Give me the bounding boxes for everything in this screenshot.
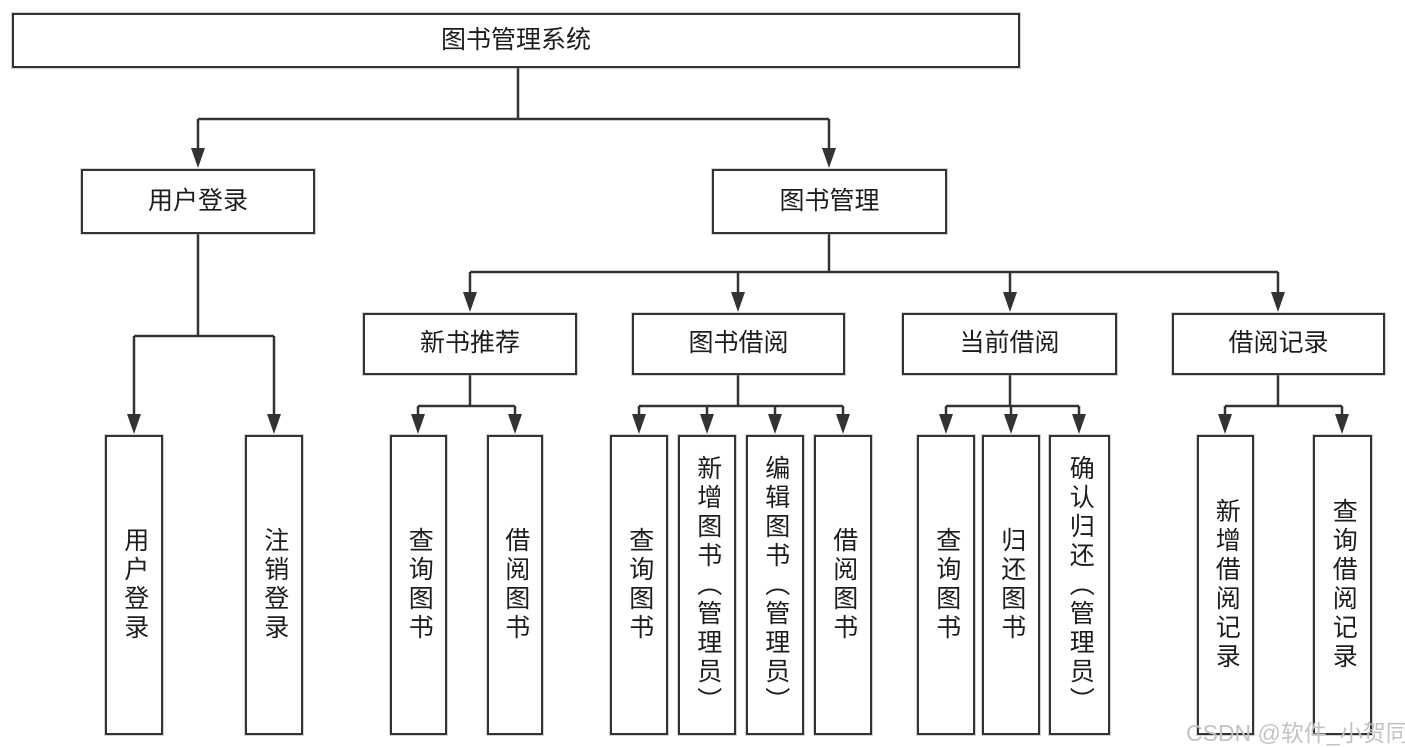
leaf-logout: 注销登录 [245, 435, 303, 735]
node-book-borrowing: 图书借阅 [632, 313, 845, 375]
leaf-query-books-current: 查询图书 [917, 435, 975, 735]
node-current-borrowing: 当前借阅 [902, 313, 1117, 375]
leaf-query-borrow-record: 查询借阅记录 [1313, 435, 1372, 735]
connector-path [132, 68, 1344, 418]
leaf-query-books-borrowing: 查询图书 [610, 435, 668, 735]
node-book-management: 图书管理 [712, 169, 947, 234]
leaf-add-books-admin: 新增图书（管理员） [678, 435, 736, 735]
leaf-add-borrow-record: 新增借阅记录 [1197, 435, 1254, 735]
leaf-edit-books-admin: 编辑图书（管理员） [746, 435, 804, 735]
node-new-book-recommendation: 新书推荐 [363, 313, 577, 375]
leaf-user-login: 用户登录 [105, 435, 163, 735]
leaf-confirm-return-admin: 确认归还（管理员） [1049, 435, 1110, 735]
node-user-login: 用户登录 [81, 169, 315, 234]
leaf-return-books: 归还图书 [982, 435, 1040, 735]
leaf-query-books-recommend: 查询图书 [390, 435, 447, 735]
node-book-management-system: 图书管理系统 [12, 13, 1020, 68]
csdn-watermark: CSDN @软件_小贺同学 [1186, 720, 1405, 746]
leaf-borrow-books-borrowing: 借阅图书 [814, 435, 872, 735]
node-borrowing-records: 借阅记录 [1172, 313, 1385, 375]
leaf-borrow-books-recommend: 借阅图书 [487, 435, 543, 735]
